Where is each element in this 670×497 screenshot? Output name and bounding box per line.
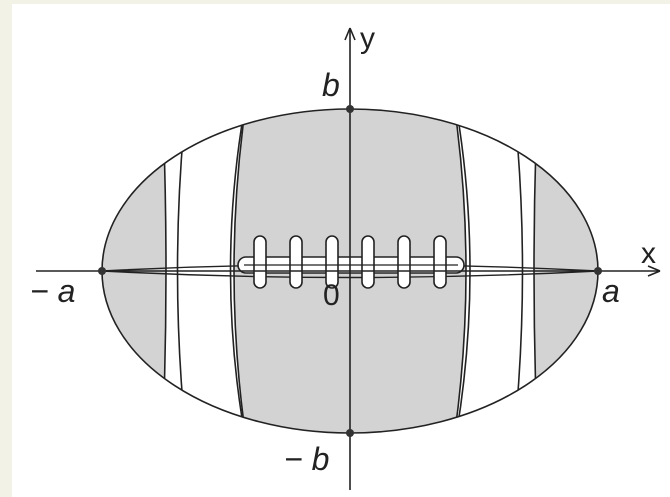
label-origin: 0 — [323, 279, 340, 312]
lace-stitch — [289, 235, 303, 289]
lace-stitch — [361, 235, 375, 289]
point-a-right — [594, 267, 602, 275]
label-a-right: a — [602, 273, 620, 309]
lace-stitch — [325, 235, 339, 289]
label-b-top: b — [322, 67, 340, 103]
lace-stitch — [253, 235, 267, 289]
x-axis — [36, 265, 661, 277]
x-axis-label: x — [641, 237, 656, 270]
lace-stitches — [253, 235, 447, 289]
label-b-bottom: − b — [284, 441, 329, 477]
label-a-left: − a — [30, 273, 75, 309]
point-b-bottom — [346, 429, 354, 437]
lace-stitch — [397, 235, 411, 289]
y-axis-label: y — [360, 22, 375, 55]
point-b-top — [346, 105, 354, 113]
point-a-left — [98, 267, 106, 275]
lace-stitch — [433, 235, 447, 289]
